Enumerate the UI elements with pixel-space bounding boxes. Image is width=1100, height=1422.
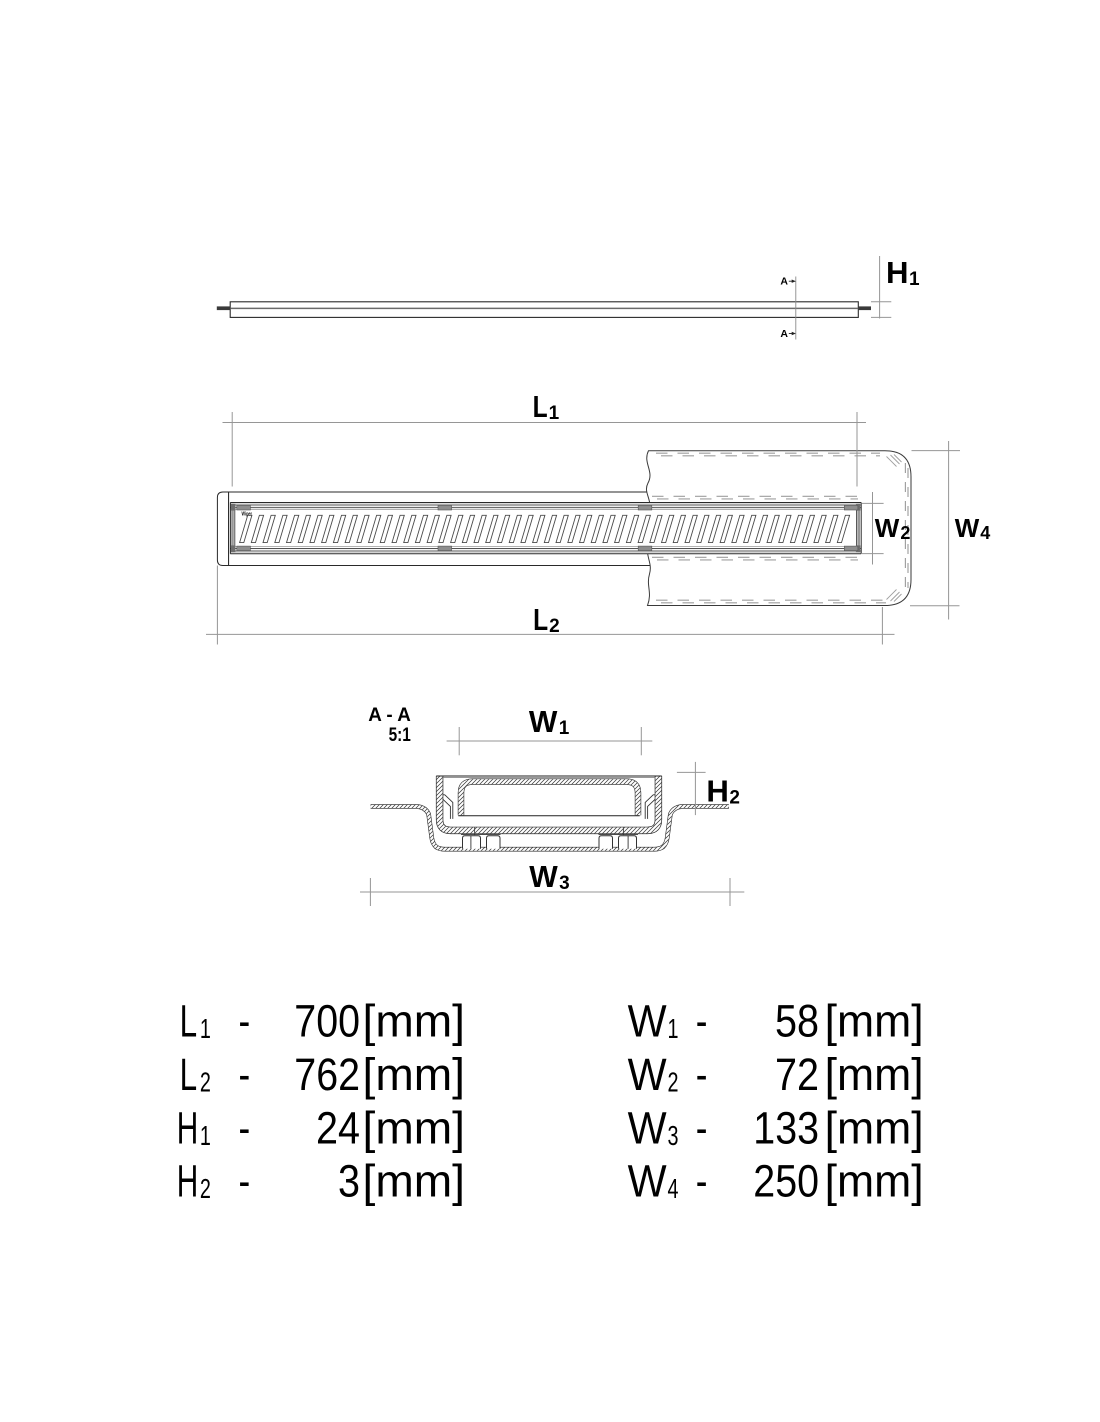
svg-text:2: 2 — [668, 1067, 679, 1098]
svg-text:[mm]: [mm] — [825, 1102, 924, 1153]
svg-text:1: 1 — [559, 718, 570, 739]
svg-text:H: H — [177, 1102, 199, 1153]
svg-text:-: - — [239, 1102, 251, 1153]
svg-text:-: - — [239, 1156, 251, 1207]
svg-text:W: W — [955, 513, 980, 543]
svg-text:2: 2 — [200, 1067, 211, 1098]
svg-text:4: 4 — [668, 1173, 679, 1204]
svg-text:58: 58 — [775, 996, 819, 1047]
svg-text:24: 24 — [316, 1102, 360, 1153]
svg-text:-: - — [239, 1049, 251, 1100]
svg-text:2: 2 — [900, 523, 910, 543]
svg-text:A - A: A - A — [368, 704, 411, 726]
svg-text:2: 2 — [729, 787, 740, 808]
svg-text:1: 1 — [200, 1120, 211, 1151]
svg-text:[mm]: [mm] — [363, 1102, 466, 1153]
svg-text:[mm]: [mm] — [825, 996, 924, 1047]
svg-text:4: 4 — [980, 523, 990, 543]
svg-text:W: W — [529, 704, 558, 739]
svg-text:5:1: 5:1 — [389, 724, 411, 746]
svg-text:H: H — [177, 1156, 199, 1207]
svg-text:W: W — [628, 996, 667, 1047]
svg-text:A: A — [780, 276, 788, 288]
svg-text:3: 3 — [338, 1156, 360, 1207]
svg-text:[mm]: [mm] — [363, 1049, 466, 1100]
svg-text:250: 250 — [753, 1156, 819, 1207]
svg-text:1: 1 — [668, 1013, 679, 1044]
svg-text:W: W — [628, 1049, 667, 1100]
svg-text:[mm]: [mm] — [825, 1156, 924, 1207]
svg-text:3: 3 — [668, 1120, 679, 1151]
svg-text:1: 1 — [909, 269, 920, 290]
svg-text:-: - — [696, 1049, 708, 1100]
svg-text:W: W — [875, 513, 900, 543]
svg-text:-: - — [696, 1102, 708, 1153]
svg-text:Wiper: Wiper — [242, 512, 253, 518]
svg-text:762: 762 — [294, 1049, 360, 1100]
svg-text:[mm]: [mm] — [363, 996, 466, 1047]
svg-text:A: A — [780, 328, 788, 340]
svg-text:[mm]: [mm] — [825, 1049, 924, 1100]
svg-text:133: 133 — [753, 1102, 819, 1153]
svg-text:W: W — [628, 1156, 667, 1207]
svg-text:W: W — [628, 1102, 667, 1153]
svg-text:1: 1 — [549, 403, 560, 424]
svg-text:72: 72 — [775, 1049, 819, 1100]
svg-text:L: L — [180, 1049, 198, 1100]
svg-text:-: - — [696, 1156, 708, 1207]
svg-text:2: 2 — [200, 1173, 211, 1204]
svg-text:3: 3 — [559, 873, 570, 894]
svg-text:[mm]: [mm] — [363, 1156, 466, 1207]
svg-text:700: 700 — [294, 996, 360, 1047]
svg-text:H: H — [706, 773, 729, 808]
svg-text:-: - — [239, 996, 251, 1047]
svg-text:1: 1 — [200, 1013, 211, 1044]
svg-text:-: - — [696, 996, 708, 1047]
svg-text:L: L — [533, 389, 548, 424]
svg-text:2: 2 — [549, 616, 560, 637]
svg-text:H: H — [886, 255, 909, 290]
svg-text:W: W — [529, 859, 558, 894]
svg-text:L: L — [180, 996, 198, 1047]
svg-text:L: L — [533, 602, 548, 637]
